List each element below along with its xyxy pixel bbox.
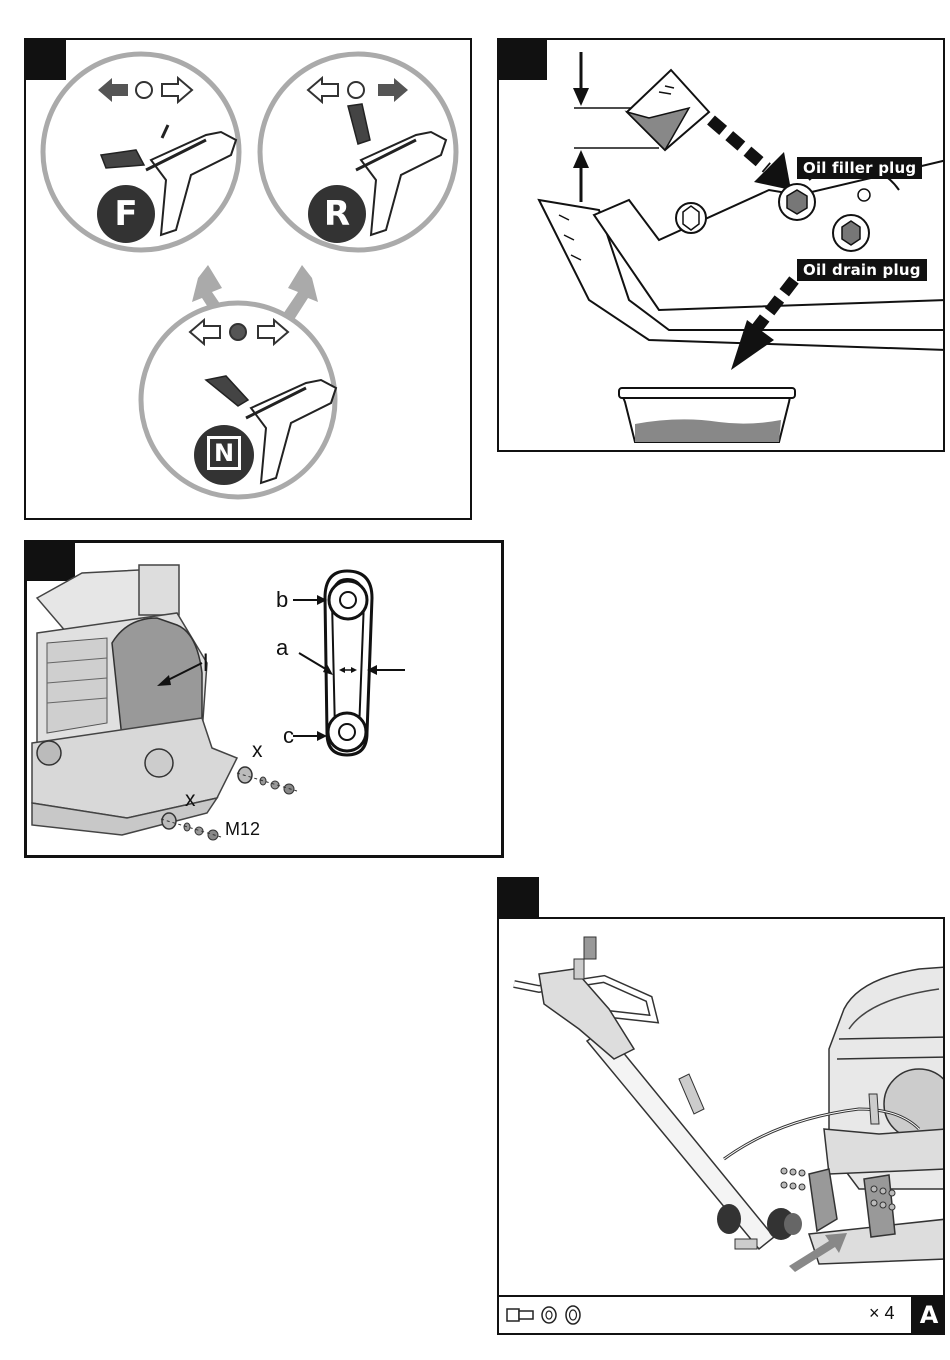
panel-number-tab	[497, 877, 539, 917]
panel-oil-change: Oil filler plug Oil drain plug	[497, 38, 945, 452]
label-x-upper: x	[252, 739, 263, 763]
label-c: c	[283, 723, 294, 749]
parts-bar: × 4 A	[499, 1295, 945, 1333]
panel-vbelt: b a c l x x M12	[24, 540, 504, 858]
bolt-size-label: M12	[225, 819, 260, 840]
quantity-label: × 4	[869, 1303, 895, 1324]
vbelt-illustration	[27, 543, 504, 858]
oil-filler-plug-label: Oil filler plug	[797, 157, 922, 179]
corner-letter: A	[911, 1297, 945, 1333]
vbelt-diagram	[293, 571, 405, 755]
label-x-lower: x	[185, 788, 196, 812]
forward-label: F	[114, 194, 137, 234]
panel-handle-assembly: × 4 A	[497, 917, 945, 1335]
reverse-badge: R	[308, 185, 366, 243]
label-b: b	[276, 587, 288, 613]
handle-assembly-illustration	[499, 919, 945, 1299]
neutral-label: N	[207, 436, 241, 470]
label-a: a	[276, 635, 288, 661]
oil-drain-plug-label: Oil drain plug	[797, 259, 927, 281]
panel-direction-lever: F R N	[24, 38, 472, 520]
label-l: l	[203, 650, 208, 678]
bolt-washer-nut-icon	[499, 1297, 599, 1333]
neutral-badge: N	[194, 425, 254, 485]
oil-change-illustration	[499, 40, 945, 452]
reverse-label: R	[324, 194, 350, 234]
forward-badge: F	[97, 185, 155, 243]
